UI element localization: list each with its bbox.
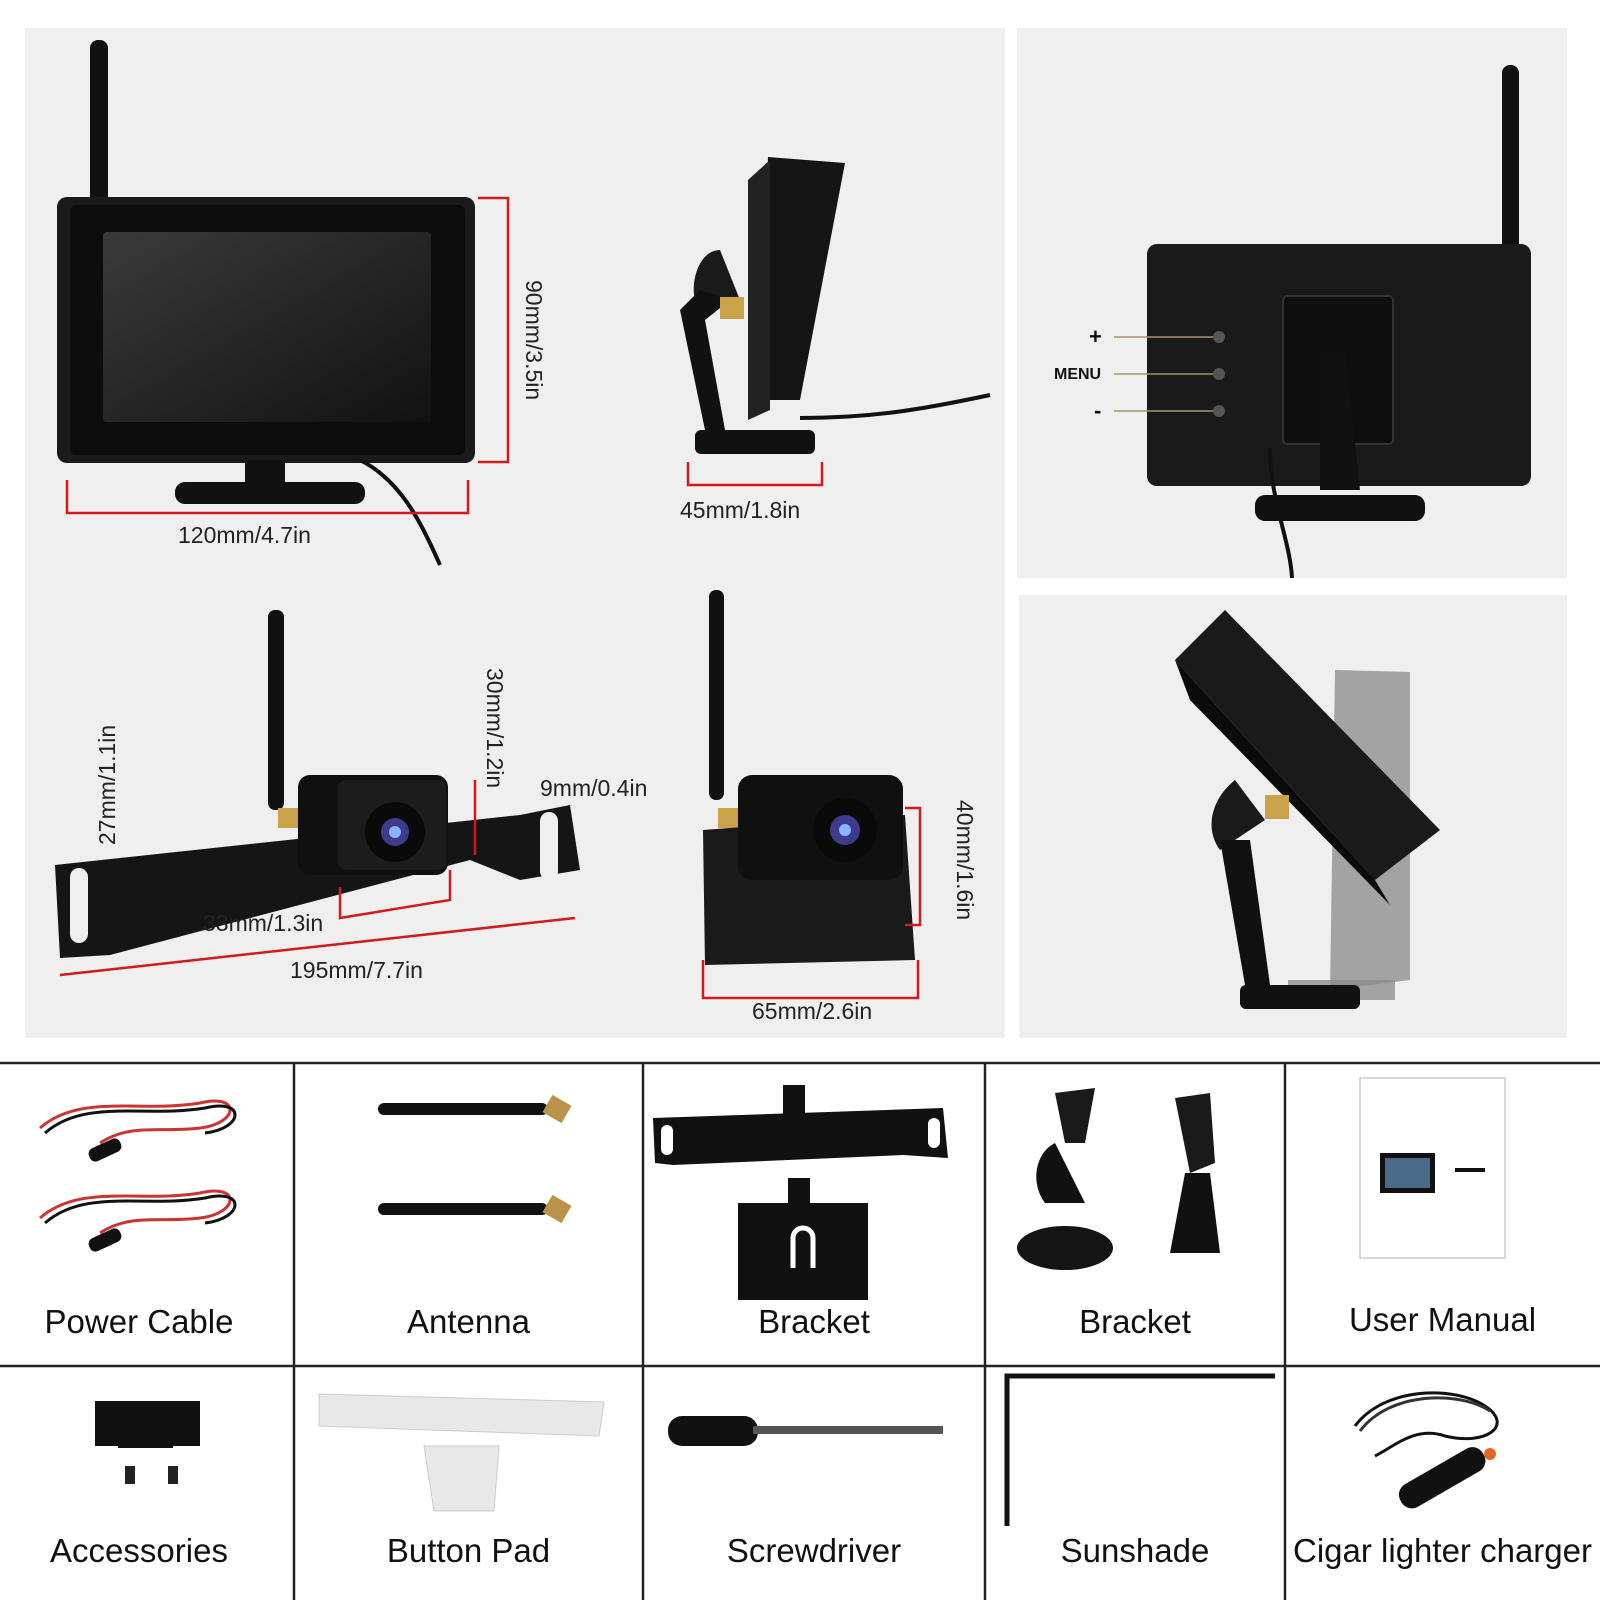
- slot-width-label: 9mm/0.4in: [540, 775, 648, 801]
- accessory-cigar-lighter: Cigar lighter charger: [1285, 1366, 1600, 1600]
- accessory-label: User Manual: [1348, 1301, 1537, 1338]
- accessory-button-pad: Button Pad: [294, 1366, 643, 1600]
- monitor-depth-label: 45mm/1.8in: [680, 497, 801, 523]
- mount-camera-illustration: [701, 590, 922, 1000]
- accessory-label: Cigar lighter charger: [1293, 1532, 1592, 1569]
- accessory-label: Power Cable: [44, 1303, 234, 1340]
- sunshade-icon: [1004, 1373, 1275, 1526]
- accessory-label: Bracket: [758, 1303, 870, 1340]
- license-bracket-icon: [653, 1085, 948, 1300]
- monitor-back-illustration: [1114, 65, 1531, 579]
- screwdriver-icon: [668, 1416, 943, 1446]
- manual-icon: [1359, 1077, 1506, 1259]
- accessory-suction-bracket: Bracket: [985, 1063, 1285, 1366]
- monitor-width-label: 120mm/4.7in: [178, 522, 311, 548]
- accessory-sunshade: Sunshade: [985, 1366, 1285, 1600]
- bracket-length-label: 195mm/7.7in: [290, 957, 423, 983]
- accessory-label: Bracket: [1079, 1303, 1191, 1340]
- cigar-charger-icon: [1353, 1391, 1499, 1509]
- monitor-tilt-illustration: [1175, 610, 1440, 1009]
- camera-width-label: 33mm/1.3in: [203, 910, 324, 936]
- monitor-side-illustration: [680, 157, 991, 487]
- button-pad-icon: [318, 1393, 605, 1512]
- accessory-screwdriver: Screwdriver: [643, 1366, 985, 1600]
- screws-bracket-icon: [95, 1401, 200, 1484]
- monitor-front-illustration: [57, 40, 475, 566]
- accessory-label: Accessories: [50, 1532, 228, 1569]
- monitor-width-line: [65, 196, 510, 515]
- mount-width-label: 65mm/2.6in: [752, 998, 873, 1024]
- monitor-tilt-panel: [1019, 595, 1567, 1038]
- minus-button-label: -: [1094, 398, 1102, 423]
- antenna-icon: [378, 1094, 572, 1224]
- plus-button-label: +: [1089, 324, 1102, 349]
- menu-button-label: MENU: [1054, 366, 1102, 383]
- accessory-label: Sunshade: [1060, 1532, 1210, 1569]
- accessory-antenna: Antenna: [294, 1063, 643, 1366]
- accessory-accessories: Accessories: [0, 1366, 294, 1600]
- accessory-label: Button Pad: [386, 1532, 551, 1569]
- accessory-label: Screwdriver: [726, 1532, 902, 1569]
- suction-mount-icon: [1017, 1088, 1220, 1270]
- accessory-bracket-plate: Bracket: [643, 1063, 985, 1366]
- bracket-camera-illustration: [55, 610, 580, 977]
- accessory-user-manual: User Manual: [1285, 1063, 1600, 1366]
- accessory-power-cable: Power Cable: [0, 1063, 294, 1366]
- accessory-label: Antenna: [407, 1303, 530, 1340]
- power-cable-icon: [39, 1099, 237, 1252]
